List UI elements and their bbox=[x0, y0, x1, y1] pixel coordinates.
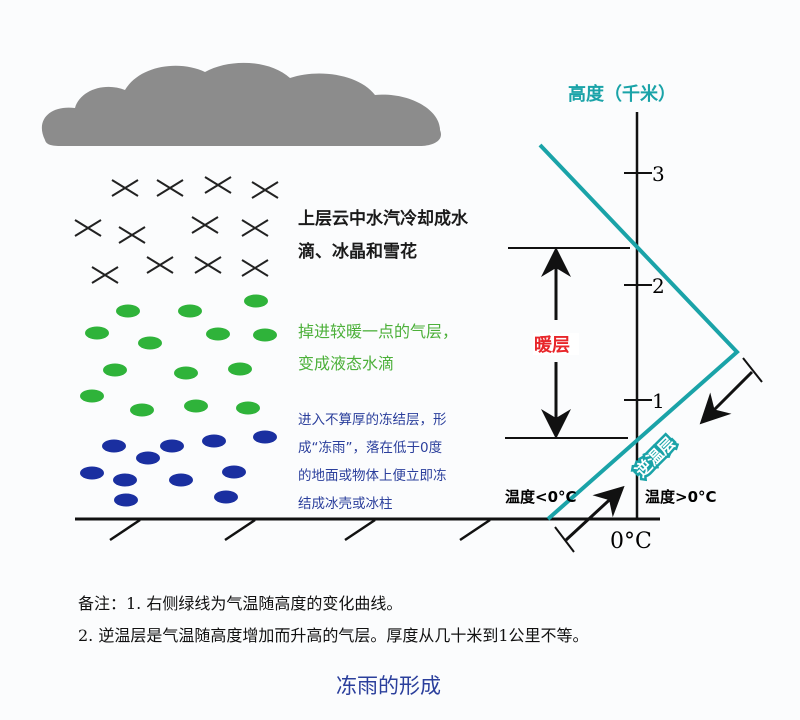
blue-freezing-drop bbox=[102, 439, 126, 453]
zero-celsius-label: 0°C bbox=[610, 529, 652, 554]
blue-freezing-drop bbox=[214, 490, 238, 504]
green-raindrop bbox=[206, 327, 230, 341]
warm-layer-label-bg bbox=[533, 333, 579, 355]
temp-above-zero-label: 温度>0°C bbox=[645, 488, 717, 506]
diagram-title: 冻雨的形成 bbox=[336, 674, 441, 698]
tick-label-3: 3 bbox=[652, 162, 665, 186]
snowflake-icon bbox=[156, 179, 184, 197]
axis-title: 高度（千米） bbox=[568, 83, 676, 105]
lower-text-line1: 进入不算厚的冻结层，形 bbox=[298, 412, 447, 428]
green-raindrop bbox=[253, 328, 277, 342]
middle-text-line1: 掉进较暖一点的气层， bbox=[298, 322, 459, 341]
upper-text-line2: 滴、冰晶和雪花 bbox=[298, 242, 417, 262]
snowflake-icon bbox=[194, 256, 222, 274]
note-line1: 备注：1. 右侧绿线为气温随高度的变化曲线。 bbox=[78, 594, 403, 613]
lower-text-line3: 的地面或物体上便立即冻 bbox=[298, 468, 447, 484]
green-raindrop bbox=[138, 336, 162, 350]
snowflake-icon bbox=[146, 256, 174, 274]
blue-freezing-drop bbox=[160, 439, 184, 453]
green-raindrop bbox=[103, 363, 127, 377]
snowflake-icon bbox=[74, 219, 102, 237]
raindrops bbox=[80, 294, 277, 507]
blue-freezing-drop bbox=[253, 430, 277, 444]
snowflake-icon bbox=[191, 216, 219, 234]
snowflake-icon bbox=[241, 219, 269, 237]
blue-freezing-drop bbox=[80, 466, 104, 480]
green-raindrop bbox=[236, 401, 260, 415]
blue-freezing-drop bbox=[169, 473, 193, 487]
blue-freezing-drop bbox=[202, 434, 226, 448]
lower-text-line4: 结成冰壳或冰柱 bbox=[298, 496, 393, 512]
snowflake-icon bbox=[204, 176, 232, 194]
green-raindrop bbox=[228, 362, 252, 376]
temperature-curve bbox=[538, 143, 740, 521]
blue-freezing-drop bbox=[114, 493, 138, 507]
lower-text-line2: 成“冻雨”，落在低于0度 bbox=[298, 440, 443, 456]
note-line2: 2. 逆温层是气温随高度增加而升高的气层。厚度从几十米到1公里不等。 bbox=[78, 626, 589, 645]
temp-below-zero-label: 温度<0°C bbox=[505, 488, 577, 506]
green-raindrop bbox=[85, 326, 109, 340]
blue-freezing-drop bbox=[113, 473, 137, 487]
green-raindrop bbox=[130, 403, 154, 417]
cloud bbox=[41, 62, 441, 146]
snowflake-icon bbox=[91, 266, 119, 284]
inversion-arrow-down bbox=[699, 370, 754, 425]
snowflake-icon bbox=[118, 226, 146, 244]
green-raindrop bbox=[80, 389, 104, 403]
green-raindrop bbox=[244, 294, 268, 308]
ground-hatching bbox=[109, 518, 491, 542]
green-raindrop bbox=[116, 304, 140, 318]
snowflake-icon bbox=[251, 181, 279, 199]
tick-label-2: 2 bbox=[652, 274, 665, 298]
green-raindrop bbox=[174, 366, 198, 380]
inversion-arrow-up bbox=[564, 485, 625, 542]
blue-freezing-drop bbox=[136, 451, 160, 465]
upper-text-line1: 上层云中水汽冷却成水 bbox=[298, 209, 468, 229]
warm-layer-label: 暖层 bbox=[534, 334, 570, 356]
inversion-bracket bbox=[554, 357, 763, 553]
snowflakes bbox=[74, 176, 279, 284]
blue-freezing-drop bbox=[222, 465, 246, 479]
tick-label-1: 1 bbox=[652, 389, 665, 413]
snowflake-icon bbox=[241, 259, 269, 277]
middle-text-line2: 变成液态水滴 bbox=[298, 354, 395, 373]
snowflake-icon bbox=[111, 179, 139, 197]
axis-ticks bbox=[624, 172, 652, 401]
green-raindrop bbox=[184, 399, 208, 413]
green-raindrop bbox=[178, 304, 202, 318]
